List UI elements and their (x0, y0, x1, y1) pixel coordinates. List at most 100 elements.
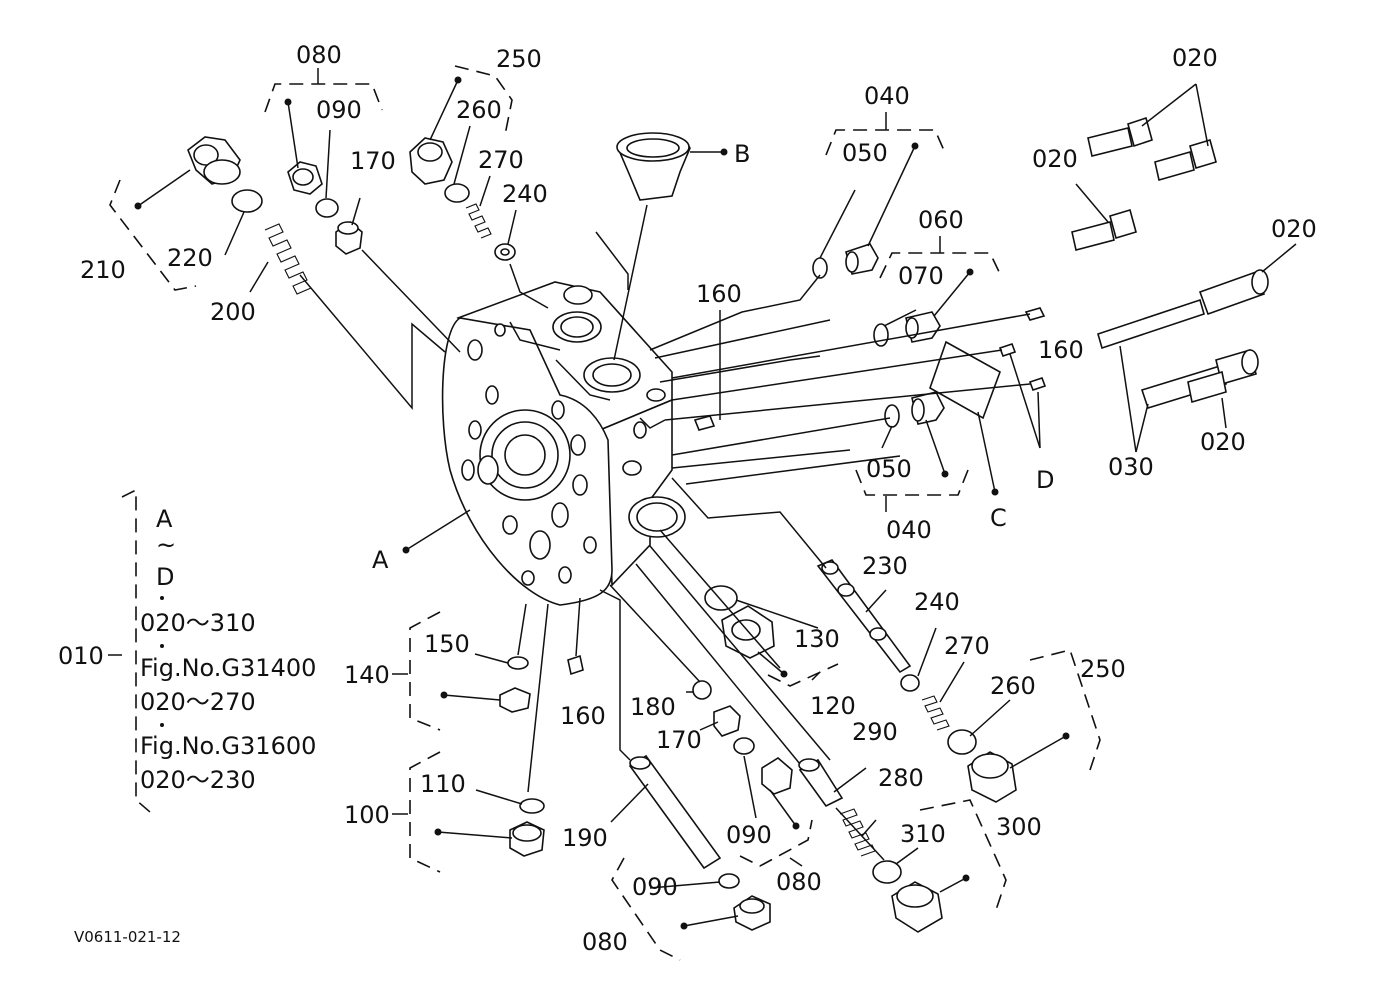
label-110: 110 (420, 770, 466, 798)
sleeve-170-top (335, 220, 363, 255)
legend-range-2: 020～270 (140, 688, 256, 716)
label-240-top: 240 (502, 180, 548, 208)
leader-dots (134, 76, 1070, 930)
o-ring-310 (872, 860, 902, 884)
label-090-bottom: 090 (632, 873, 678, 901)
plug-080-low (761, 757, 793, 795)
label-020-3: 020 (1271, 215, 1317, 243)
label-050-mid: 050 (866, 455, 912, 483)
plate-c (929, 340, 1001, 420)
o-ring-090-bottom (718, 873, 740, 889)
bolt-020-3 (1071, 208, 1137, 251)
label-080-low: 080 (776, 868, 822, 896)
label-020-1: 020 (1172, 44, 1218, 72)
ball-180 (692, 680, 712, 700)
plug-300 (891, 881, 943, 933)
plug-060 (905, 311, 941, 343)
legend-range-1: 020～310 (140, 609, 256, 637)
spool-230 (816, 559, 912, 674)
drawing-code: V0611-021-12 (74, 928, 181, 946)
plug-210 (187, 136, 241, 185)
o-ring-090-top (315, 198, 339, 218)
o-ring-150 (507, 656, 529, 670)
label-070: 070 (898, 262, 944, 290)
label-250-low: 250 (1080, 655, 1126, 683)
spring-200 (264, 223, 312, 295)
label-290: 290 (852, 718, 898, 746)
plug-150 (499, 687, 531, 713)
bolt-020-4 (1187, 370, 1227, 404)
sleeve-170-low (713, 705, 741, 737)
label-170-low: 170 (656, 726, 702, 754)
label-a: A (372, 546, 389, 574)
label-030: 030 (1108, 453, 1154, 481)
o-ring-220 (231, 189, 263, 213)
o-ring-260-low (947, 729, 977, 755)
plug-250-top (409, 137, 453, 185)
label-250-top: 250 (496, 45, 542, 73)
label-260-top: 260 (456, 96, 502, 124)
label-150: 150 (424, 630, 470, 658)
label-210: 210 (80, 256, 126, 284)
screw-d-1 (998, 342, 1017, 358)
label-100: 100 (344, 801, 390, 829)
plug-040-mid (911, 391, 945, 425)
screw-160-low (567, 654, 584, 676)
label-020-2: 020 (1032, 145, 1078, 173)
legend-line-a: A (156, 505, 173, 533)
group-brackets (109, 65, 1101, 961)
label-180: 180 (630, 693, 676, 721)
o-ring-070 (873, 323, 889, 347)
label-160-top: 160 (696, 280, 742, 308)
legend: 010 A ~ D 020～310 Fig.No.G31400 020～270 … (58, 505, 316, 794)
label-120: 120 (810, 692, 856, 720)
screw-160-mid (693, 415, 716, 431)
label-170-top: 170 (350, 147, 396, 175)
screw-d-2 (1028, 376, 1047, 392)
label-050-top: 050 (842, 139, 888, 167)
o-ring-110 (519, 798, 545, 814)
spring-270-top (465, 203, 492, 239)
label-200: 200 (210, 298, 256, 326)
legend-fig-1: Fig.No.G31400 (140, 654, 316, 682)
label-080-bottom: 080 (582, 928, 628, 956)
label-230: 230 (862, 552, 908, 580)
label-270-top: 270 (478, 146, 524, 174)
valve-body (441, 281, 686, 606)
o-ring-130 (704, 585, 738, 611)
screw-160-right (1024, 307, 1046, 321)
label-060: 060 (918, 206, 964, 234)
label-270-low: 270 (944, 632, 990, 660)
legend-line-d: D (156, 563, 174, 591)
spring-270-low (921, 695, 950, 731)
label-040-top: 040 (864, 82, 910, 110)
plug-080-bottom (733, 895, 771, 931)
plug-250-low (967, 751, 1017, 803)
sleeve-290 (798, 758, 844, 808)
label-090-low: 090 (726, 821, 772, 849)
part-labels: 080 090 170 210 220 200 250 260 270 240 … (80, 41, 1317, 956)
bolt-030-2 (1140, 348, 1259, 409)
spring-280 (839, 808, 876, 857)
label-220: 220 (167, 244, 213, 272)
bolt-030-1 (1097, 269, 1269, 350)
spool-190 (628, 754, 722, 870)
plug-080-top (287, 161, 323, 195)
legend-range-3: 020～230 (140, 766, 256, 794)
label-140: 140 (344, 661, 390, 689)
label-160-low: 160 (560, 702, 606, 730)
o-ring-260-top (444, 183, 470, 203)
seat-240-low (900, 674, 920, 692)
plug-040-top (845, 243, 879, 275)
label-130: 130 (794, 625, 840, 653)
o-ring-050-mid (884, 404, 900, 428)
label-190: 190 (562, 824, 608, 852)
label-080-top: 080 (296, 41, 342, 69)
label-160-right: 160 (1038, 336, 1084, 364)
label-c: C (990, 504, 1007, 532)
label-d-right: D (1036, 466, 1054, 494)
leader-lines (137, 79, 1297, 927)
label-280: 280 (878, 764, 924, 792)
legend-group-010: 010 (58, 642, 104, 670)
